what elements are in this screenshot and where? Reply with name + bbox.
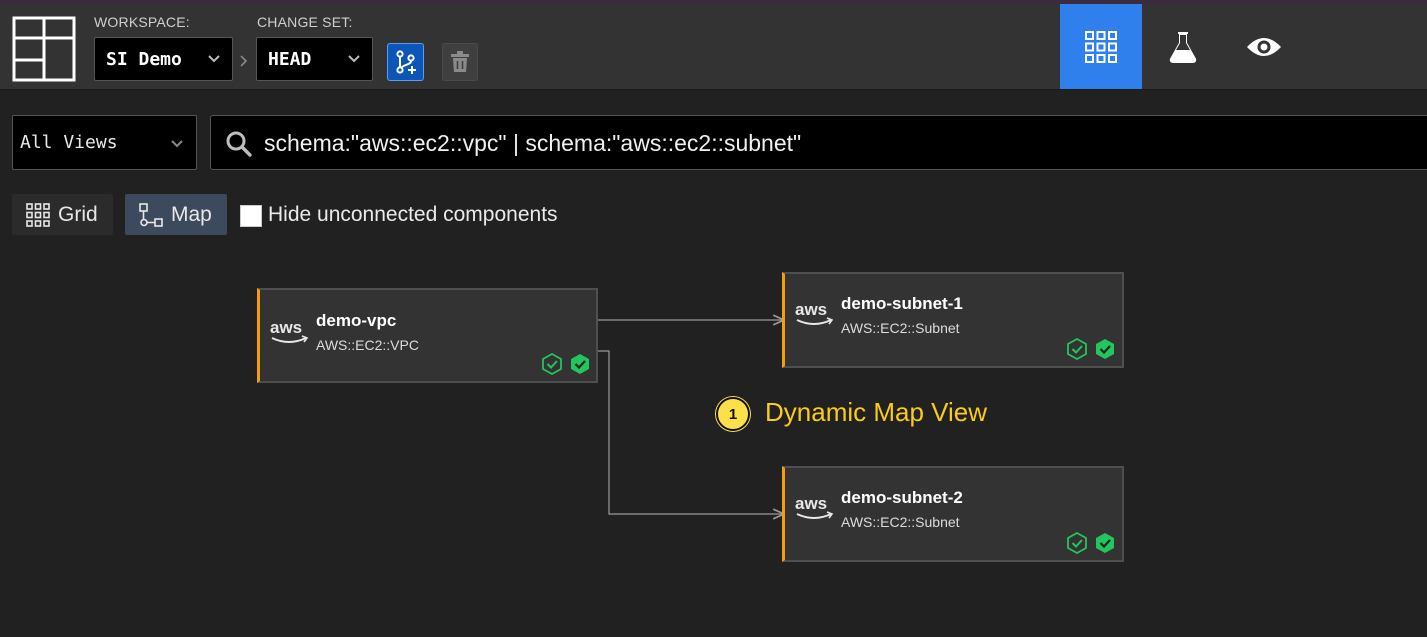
nav-view-button[interactable] [1223,4,1305,89]
create-changeset-button[interactable] [387,43,424,81]
callout-label: Dynamic Map View [765,397,988,427]
grid-icon [26,202,50,227]
chevron-down-icon [348,55,360,63]
aws-logo-icon: aws [795,494,834,519]
aws-logo-icon: aws [270,318,309,343]
eye-icon [1247,37,1281,56]
resource-ok-icon [571,354,589,374]
search-bar[interactable] [210,115,1427,170]
app-header: WORKSPACE: CHANGE SET: SI Demo HEAD [0,4,1427,90]
node-type: AWS::EC2::Subnet [841,514,960,530]
qualification-ok-icon [1067,338,1087,360]
changeset-select[interactable]: HEAD [256,37,373,81]
svg-text:aws: aws [795,494,827,513]
node-name: demo-subnet-2 [841,488,963,507]
grid-toggle-button[interactable]: Grid [12,194,113,235]
map-diagram-icon [139,202,163,227]
map-toggle-button[interactable]: Map [125,194,227,235]
abandon-changeset-button[interactable] [442,43,478,81]
node-name: demo-vpc [316,311,397,330]
grid-icon [1085,30,1117,63]
aws-logo-icon: aws [795,300,834,325]
git-branch-plus-icon [395,50,416,74]
node-name: demo-subnet-1 [841,294,963,313]
node-type: AWS::EC2::VPC [316,337,419,353]
si-logo-icon[interactable] [12,16,76,82]
hide-unconnected-checkbox[interactable] [240,205,262,227]
svg-text:aws: aws [795,300,827,319]
views-select-value: All Views [20,132,118,153]
map-node-demo-subnet-1[interactable]: aws demo-subnet-1 AWS::EC2::Subnet [782,272,1124,368]
map-node-demo-vpc[interactable]: aws demo-vpc AWS::EC2::VPC [257,288,598,383]
window-top-bar [0,0,1427,4]
hide-unconnected-label: Hide unconnected components [268,203,558,226]
resource-ok-icon [1096,533,1114,553]
nav-grid-button[interactable] [1060,4,1142,89]
workspace-select[interactable]: SI Demo [94,37,233,81]
workspace-label: WORKSPACE: [94,14,190,30]
search-icon [226,131,252,157]
chevron-down-icon [171,140,183,148]
callout-number-badge: 1 [716,397,750,431]
grid-toggle-label: Grid [58,202,98,226]
node-type: AWS::EC2::Subnet [841,320,960,336]
qualification-ok-icon [542,353,562,375]
edge-vpc-subnet-2[interactable] [598,350,784,514]
nav-lab-button[interactable] [1142,4,1224,89]
views-select[interactable]: All Views [12,115,197,170]
trash-icon [451,51,469,72]
qualification-ok-icon [1067,532,1087,554]
changeset-label: CHANGE SET: [257,14,353,30]
changeset-select-value: HEAD [268,48,312,70]
chevron-down-icon [208,55,220,63]
beaker-icon [1169,31,1197,63]
resource-ok-icon [1096,339,1114,359]
svg-text:aws: aws [270,318,302,337]
map-toggle-label: Map [171,202,212,226]
map-node-demo-subnet-2[interactable]: aws demo-subnet-2 AWS::EC2::Subnet [782,466,1124,562]
workspace-select-value: SI Demo [106,48,182,70]
search-input[interactable] [264,124,1414,162]
chevron-right-icon [240,55,248,67]
